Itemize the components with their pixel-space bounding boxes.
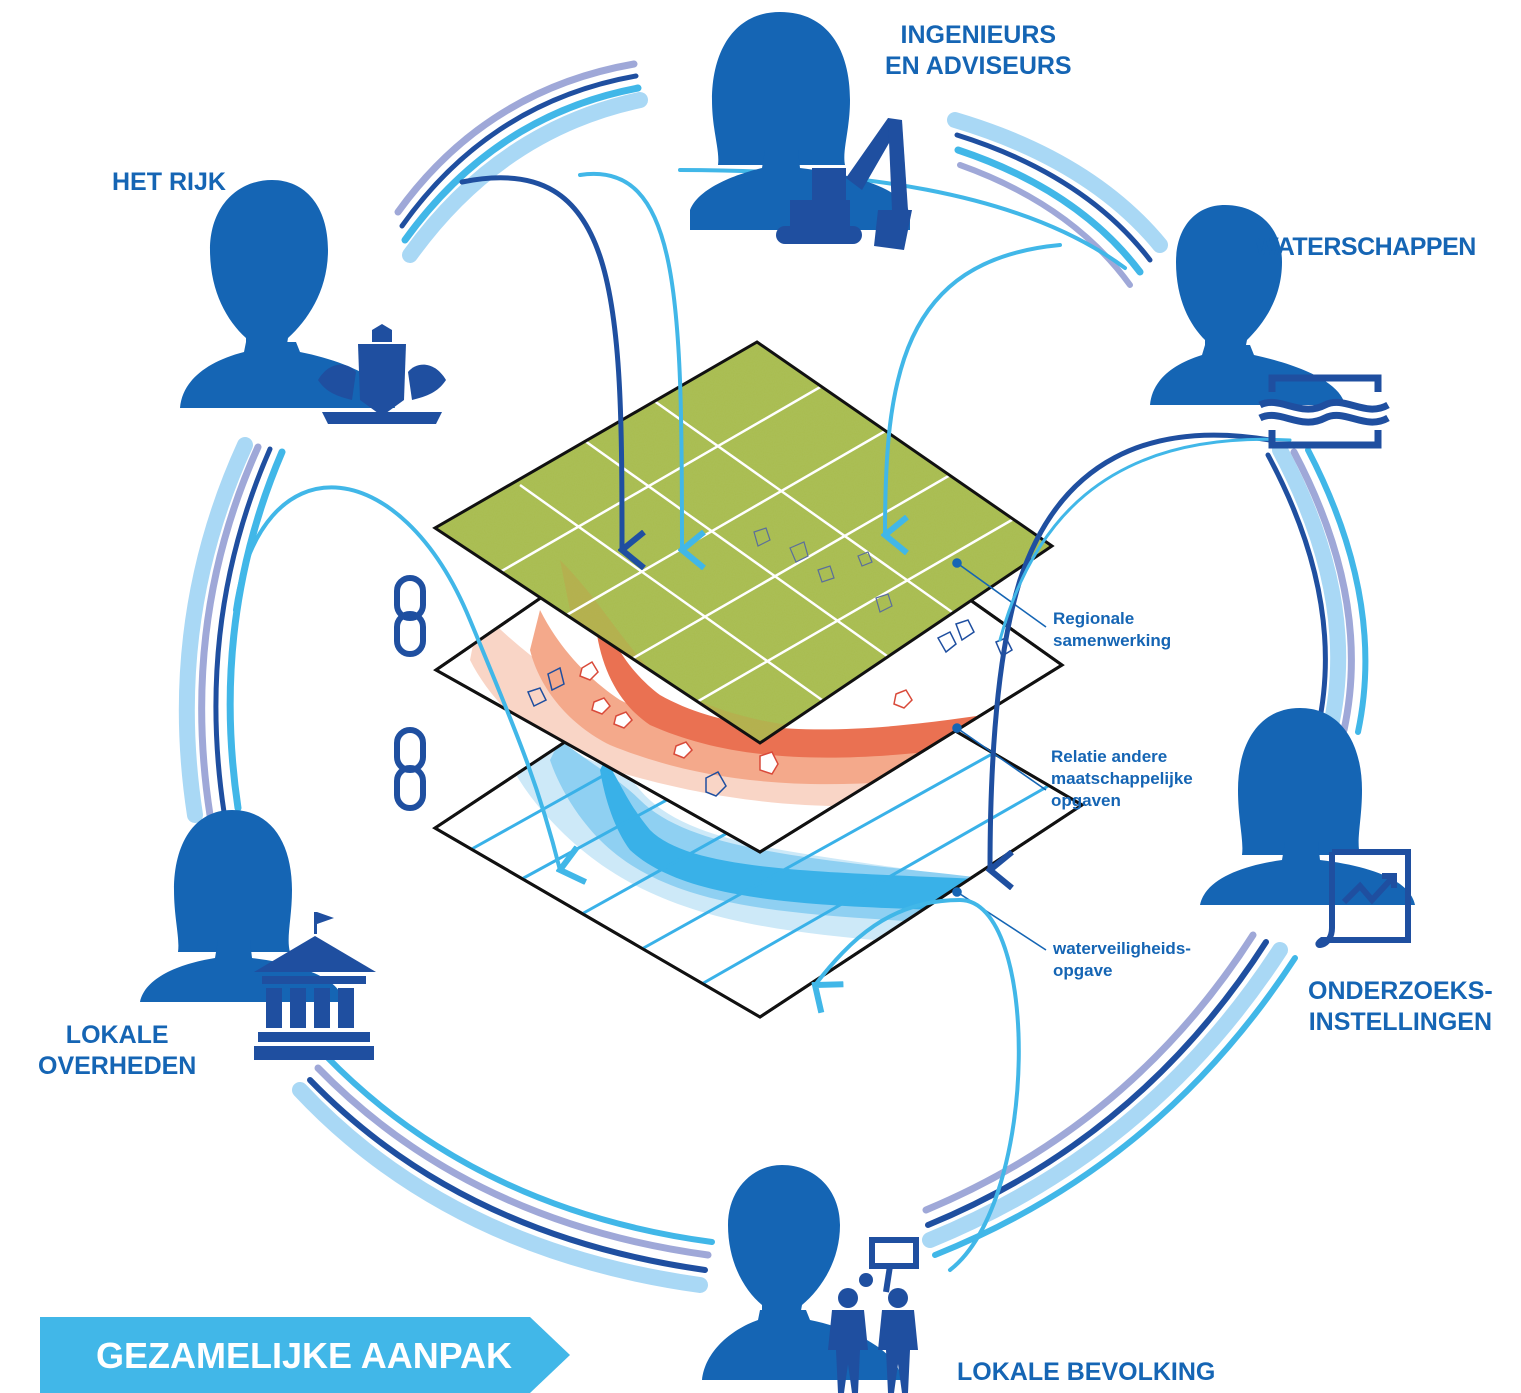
arrow-onderzoek-to-water (998, 437, 1292, 642)
ring-segment-left (178, 437, 286, 823)
person-silhouette-icon (702, 1165, 902, 1380)
label-waterschappen: WATERSCHAPPEN (1255, 233, 1476, 261)
flow-arrows (233, 168, 1292, 1272)
protest-group-icon (828, 1237, 919, 1393)
label-bevolking: LOKALE BEVOLKING (957, 1358, 1216, 1386)
arrow-ingenieurs-to-regional (578, 171, 682, 550)
banner-label: GEZAMELIJKE AANPAK (96, 1335, 513, 1376)
label-layer-societal: Relatie andere maatschappelijke opgaven (1051, 747, 1193, 810)
label-layer-water: waterveiligheids- opgave (1053, 939, 1191, 980)
person-silhouette-icon (140, 810, 344, 1002)
chain-link-icon (394, 727, 426, 811)
ring-segment-top-right (947, 112, 1168, 288)
arrow-rijk-to-water (233, 485, 560, 870)
actor-onderzoek (1200, 708, 1415, 948)
person-silhouette-icon (1150, 205, 1345, 405)
layer-stack (432, 340, 1085, 1019)
approach-banner: GEZAMELIJKE AANPAK (40, 1317, 570, 1393)
actor-bevolking (702, 1165, 919, 1393)
chain-link-icon (394, 575, 426, 657)
label-ingenieurs: INGENIEURS EN ADVISEURS (885, 21, 1072, 80)
label-onderzoek: ONDERZOEKS- INSTELLINGEN (1308, 977, 1493, 1036)
government-building-icon (254, 912, 376, 1060)
label-layer-regional: Regionale samenwerking (1053, 609, 1172, 650)
arrow-bevolking-to-water (815, 897, 1021, 1272)
arrow-rijk-to-regional (459, 175, 622, 550)
ring-segment-bottom-left (292, 1053, 715, 1293)
actor-ingenieurs (690, 12, 912, 250)
label-rijk: HET RIJK (112, 168, 226, 196)
actor-waterschappen (1150, 205, 1390, 449)
research-report-icon (1315, 849, 1411, 948)
arrow-ingenieurs-to-waterschappen (678, 168, 1127, 270)
excavator-icon (776, 118, 912, 250)
water-waves-icon (1258, 374, 1390, 449)
actor-rijk (180, 180, 446, 424)
ring-segment-right (1265, 442, 1369, 738)
arrow-waterschappen-to-water (990, 432, 1273, 870)
actor-lokale-overheden (140, 810, 376, 1060)
arrow-waterschappen-to-regional (885, 243, 1062, 535)
coat-of-arms-icon (318, 324, 446, 424)
ring-segment-top-left (394, 60, 648, 263)
ring-segment-bottom-right (922, 931, 1298, 1258)
label-lokale-overheden: LOKALE OVERHEDEN (38, 1021, 197, 1080)
person-silhouette-icon (690, 12, 910, 230)
